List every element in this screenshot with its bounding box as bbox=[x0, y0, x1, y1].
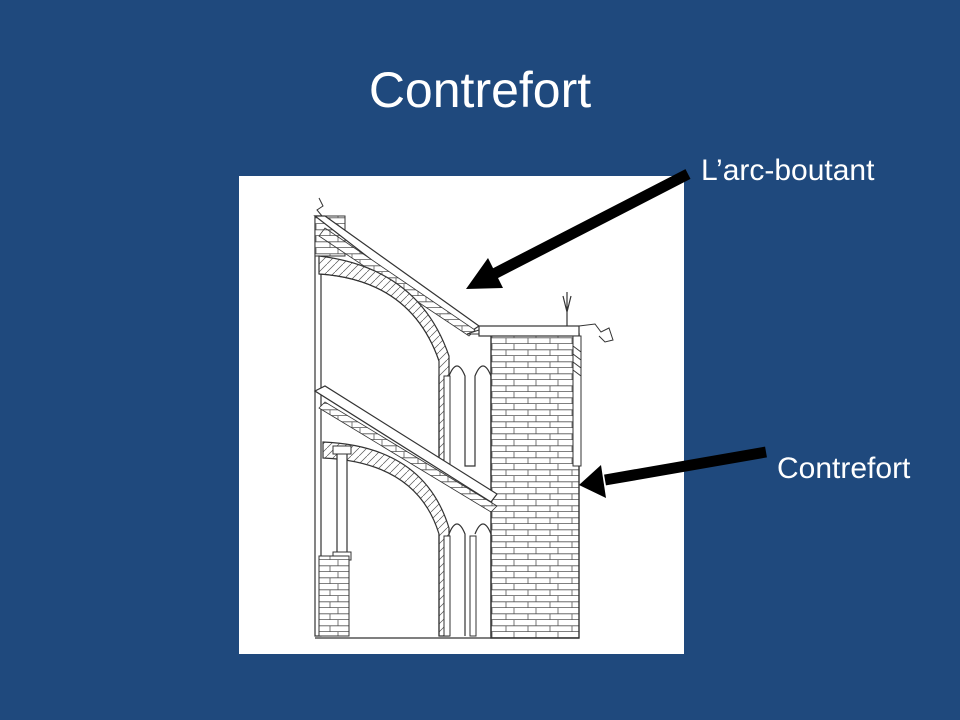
buttress-drawing bbox=[239, 176, 684, 654]
label-contrefort: Contrefort bbox=[777, 452, 911, 485]
flying-buttress-illustration bbox=[313, 197, 614, 639]
slide-title: Contrefort bbox=[368, 62, 592, 118]
arrow-icon bbox=[466, 169, 691, 289]
arrow-icon bbox=[579, 446, 767, 498]
label-arc-boutant: L’arc-boutant bbox=[701, 154, 875, 187]
